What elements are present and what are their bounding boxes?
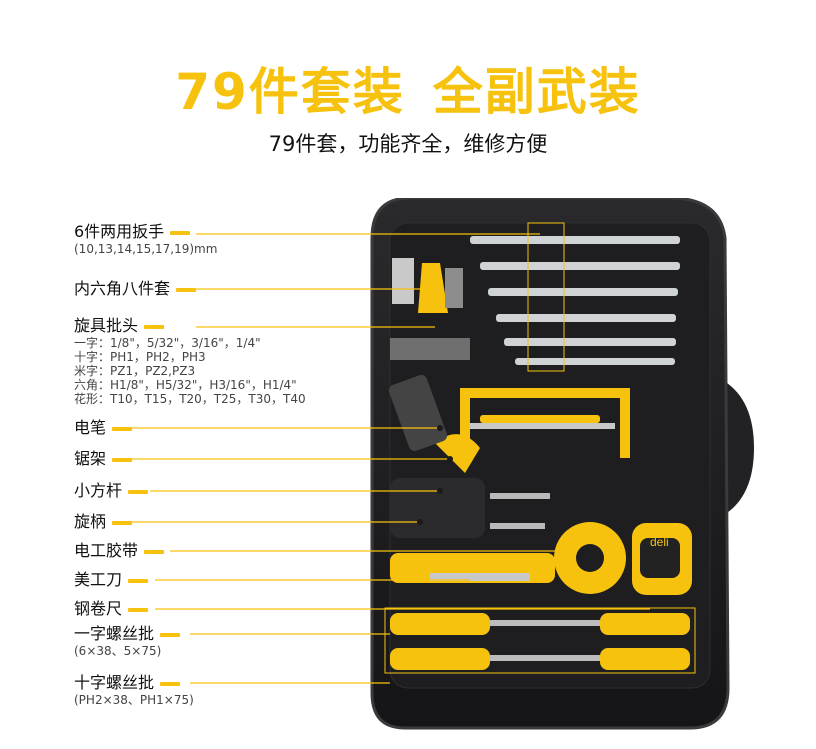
bits-line: 六角：H1/8"，H5/32"，H3/16"，H1/4" xyxy=(74,378,297,392)
marker-icon xyxy=(128,607,149,612)
marker-icon xyxy=(170,230,191,235)
callout-tape: 电工胶带 xyxy=(74,541,165,561)
callout-wrench: 6件两用扳手 (10,13,14,15,17,19)mm xyxy=(74,222,217,256)
callout-handle: 旋柄 xyxy=(74,512,133,532)
marker-icon xyxy=(128,578,149,583)
brand-text: deli xyxy=(650,535,669,549)
callout-slotted: 一字螺丝批 (6×38、5×75) xyxy=(74,624,181,658)
title-part2: 全副武装 xyxy=(432,63,641,121)
hex-key-set xyxy=(392,258,463,313)
callout-saw: 锯架 xyxy=(74,449,133,469)
marker-icon xyxy=(112,426,133,431)
bits-line: 十字：PH1，PH2，PH3 xyxy=(74,350,206,364)
ruler-label: 钢卷尺 xyxy=(74,599,123,618)
slotted-label: 一字螺丝批 xyxy=(74,624,155,643)
pen-label: 电笔 xyxy=(74,418,107,437)
bits-line: 一字：1/8"，5/32"，3/16"，1/4" xyxy=(74,336,261,350)
hacksaw xyxy=(435,388,630,473)
toolbox-image: deli xyxy=(370,198,754,730)
driver-handle xyxy=(390,478,485,538)
saw-label: 锯架 xyxy=(74,449,107,468)
title-part1: 79件套装 xyxy=(175,63,405,121)
callout-bits: 旋具批头 一字：1/8"，5/32"，3/16"，1/4" 十字：PH1，PH2… xyxy=(74,316,306,406)
rod-label: 小方杆 xyxy=(74,481,123,500)
callout-ruler: 钢卷尺 xyxy=(74,599,149,619)
slotted-sizes: (6×38、5×75) xyxy=(74,644,162,658)
test-pen xyxy=(480,415,600,423)
wrench-sizes: (10,13,14,15,17,19)mm xyxy=(74,242,218,256)
callout-phillips: 十字螺丝批 (PH2×38、PH1×75) xyxy=(74,673,194,707)
phillips-sizes: (PH2×38、PH1×75) xyxy=(74,693,194,707)
marker-icon xyxy=(144,549,165,554)
callout-knife: 美工刀 xyxy=(74,570,149,590)
bits-label: 旋具批头 xyxy=(74,316,139,335)
bit-set xyxy=(390,338,470,360)
marker-icon xyxy=(160,681,181,686)
handle-label: 旋柄 xyxy=(74,512,107,531)
callout-rod: 小方杆 xyxy=(74,481,149,501)
screwdriver-row-2 xyxy=(390,648,690,670)
screwdriver-row-1 xyxy=(390,613,690,635)
hex-label: 内六角八件套 xyxy=(74,279,171,298)
bits-line: 花形：T10，T15，T20，T25，T30，T40 xyxy=(74,392,306,406)
marker-icon xyxy=(176,287,197,292)
page-subtitle: 79件套，功能齐全，维修方便 xyxy=(268,132,548,156)
marker-icon xyxy=(128,489,149,494)
case-handle xyxy=(670,368,754,528)
pouch xyxy=(388,374,448,452)
bits-line: 米字：PZ1，PZ2,PZ3 xyxy=(74,364,196,378)
page-title: 79件套装全副武装 xyxy=(0,52,816,124)
marker-icon xyxy=(160,632,181,637)
marker-icon xyxy=(112,520,133,525)
utility-knife xyxy=(390,553,555,583)
wrench-label: 6件两用扳手 xyxy=(74,222,165,241)
knife-label: 美工刀 xyxy=(74,570,123,589)
marker-icon xyxy=(144,324,165,329)
wrench-set xyxy=(470,222,680,372)
tape-label: 电工胶带 xyxy=(74,541,139,560)
callout-hex: 内六角八件套 xyxy=(74,279,197,299)
marker-icon xyxy=(112,457,133,462)
phillips-label: 十字螺丝批 xyxy=(74,673,155,692)
callout-pen: 电笔 xyxy=(74,418,133,438)
